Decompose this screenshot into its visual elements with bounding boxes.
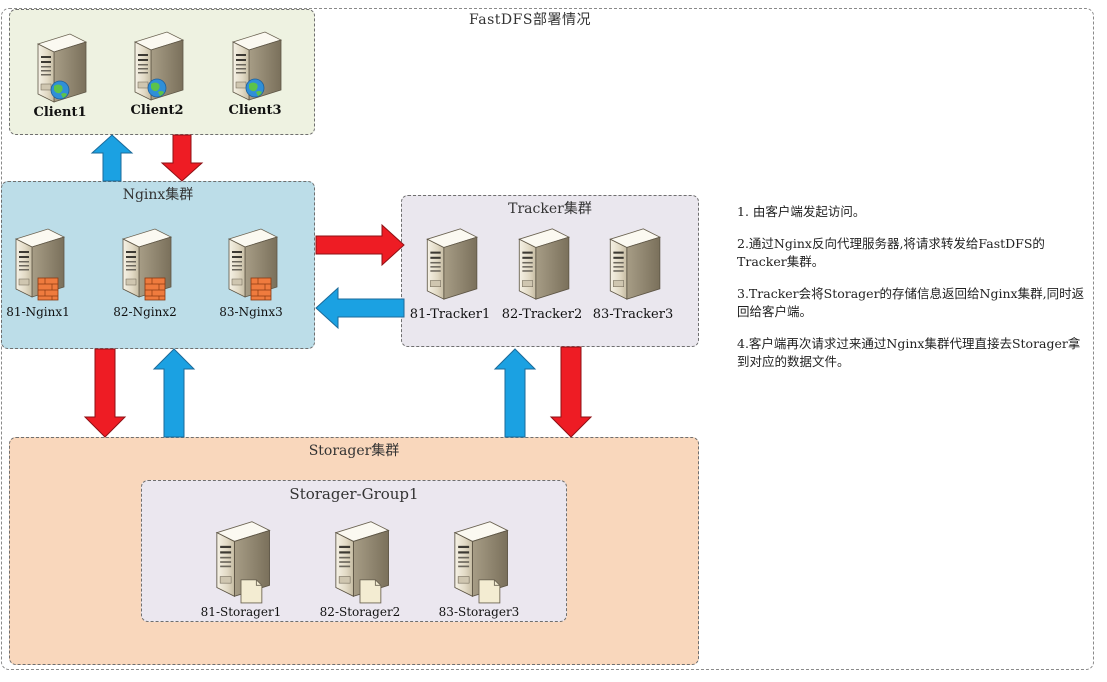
diagram-title: FastDFS部署情况 bbox=[469, 12, 591, 28]
storage-label: 81-Storager1 bbox=[200, 605, 282, 619]
nginx-node: 82-Nginx2 bbox=[100, 222, 190, 319]
nginx-label: 81-Nginx1 bbox=[6, 305, 70, 319]
tracker-label: 83-Tracker3 bbox=[592, 307, 674, 322]
storage-to-tracker-up-arrow bbox=[493, 348, 537, 438]
client-label: Client1 bbox=[33, 105, 87, 120]
server-firewall-icon bbox=[228, 228, 278, 301]
storage-cluster-title: Storager集群 bbox=[308, 443, 400, 459]
client-node: Client2 bbox=[112, 30, 202, 118]
tracker-label: 81-Tracker1 bbox=[409, 307, 491, 322]
storage-to-nginx-up-arrow bbox=[152, 348, 196, 438]
note-step-2: 2.通过Nginx反向代理服务器,将请求转发给FastDFS的Tracker集群… bbox=[737, 236, 1045, 269]
tracker-node: 82-Tracker2 bbox=[497, 222, 587, 322]
storage-node: 83-Storager3 bbox=[434, 514, 524, 619]
note-step-3: 3.Tracker会将Storager的存储信息返回给Nginx集群,同时返回给… bbox=[737, 286, 1085, 319]
tracker-to-nginx-arrow bbox=[315, 286, 405, 330]
nginx-label: 82-Nginx2 bbox=[113, 305, 177, 319]
server-file-icon bbox=[216, 521, 271, 604]
server-globe-icon bbox=[30, 32, 90, 104]
server-file-icon bbox=[335, 521, 390, 604]
nginx-node: 83-Nginx3 bbox=[206, 222, 296, 319]
storage-node: 81-Storager1 bbox=[196, 514, 286, 619]
server-firewall-icon bbox=[122, 228, 172, 301]
client-label: Client3 bbox=[228, 103, 282, 118]
tracker-cluster-title: Tracker集群 bbox=[508, 201, 592, 217]
tracker-to-storage-down-arrow bbox=[549, 346, 593, 438]
client-node: Client1 bbox=[15, 32, 105, 120]
tracker-label: 82-Tracker2 bbox=[501, 307, 583, 322]
storage-label: 83-Storager3 bbox=[438, 605, 520, 619]
server-firewall-icon bbox=[15, 228, 65, 301]
server-icon bbox=[426, 228, 478, 300]
server-icon bbox=[518, 228, 570, 300]
tracker-node: 81-Tracker1 bbox=[405, 222, 495, 322]
process-notes: 1. 由客户端发起访问。 2.通过Nginx反向代理服务器,将请求转发给Fast… bbox=[737, 203, 1087, 385]
storage-label: 82-Storager2 bbox=[319, 605, 401, 619]
storage-group1-title: Storager-Group1 bbox=[289, 485, 419, 503]
nginx-to-storage-down-arrow bbox=[83, 348, 127, 438]
client-node: Client3 bbox=[210, 30, 300, 118]
nginx-label: 83-Nginx3 bbox=[219, 305, 283, 319]
client-to-nginx-up-arrow bbox=[90, 134, 134, 182]
nginx-cluster-title: Nginx集群 bbox=[122, 187, 194, 203]
tracker-node: 83-Tracker3 bbox=[588, 222, 678, 322]
server-icon bbox=[609, 228, 661, 300]
storage-node: 82-Storager2 bbox=[315, 514, 405, 619]
nginx-to-tracker-arrow bbox=[315, 223, 405, 267]
note-step-4: 4.客户端再次请求过来通过Nginx集群代理直接去Storager拿到对应的数据… bbox=[737, 336, 1081, 369]
server-file-icon bbox=[454, 521, 509, 604]
client-to-nginx-down-arrow bbox=[160, 134, 204, 182]
server-globe-icon bbox=[127, 30, 187, 102]
client-label: Client2 bbox=[130, 103, 184, 118]
note-step-1: 1. 由客户端发起访问。 bbox=[737, 204, 866, 219]
server-globe-icon bbox=[225, 30, 285, 102]
nginx-node: 81-Nginx1 bbox=[0, 222, 83, 319]
